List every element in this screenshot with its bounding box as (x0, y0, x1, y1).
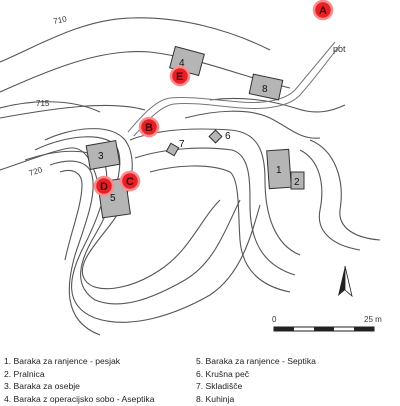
path-edge-lower (133, 44, 341, 137)
building-6: 6 (208, 129, 231, 144)
contour-right-1 (299, 149, 361, 251)
marker-d[interactable]: D (93, 175, 115, 197)
svg-text:3: 3 (98, 151, 104, 162)
contour-hill-2 (34, 136, 241, 305)
legend-item-4: 4. Baraka z operacijsko sobo - Aseptika (4, 393, 155, 404)
svg-text:8: 8 (262, 84, 268, 95)
site-map: 710 715 720 pot 1 2 3 4 5 6 (0, 0, 382, 336)
legend-item-2: 2. Pralnica (4, 368, 45, 379)
contour-label-715: 715 (36, 99, 50, 108)
contour-mid-3 (149, 165, 291, 293)
building-1: 1 (266, 148, 292, 190)
markers: A B C D E (93, 0, 334, 197)
contour-hill-3 (24, 150, 261, 323)
contour-label-710: 710 (53, 14, 68, 26)
scale-bar: 0 25 m (272, 315, 382, 332)
path (127, 41, 341, 137)
svg-text:C: C (126, 176, 134, 188)
scale-start-label: 0 (272, 315, 277, 324)
scale-end-label: 25 m (364, 315, 382, 324)
legend-item-7: 7. Skladišče (196, 381, 243, 391)
svg-text:2: 2 (294, 177, 300, 188)
contour-mid-1 (129, 128, 301, 256)
contour-715 (0, 101, 101, 113)
buildings: 1 2 3 4 5 6 7 8 (85, 45, 305, 219)
contour-outer-2 (0, 50, 291, 93)
svg-text:5: 5 (110, 193, 116, 204)
marker-b[interactable]: B (138, 116, 160, 138)
legend-column-2: 5. Baraka za ranjence - Septika 6. Krušn… (196, 355, 316, 405)
legend-column-1: 1. Baraka za ranjence - pesjak 2. Pralni… (4, 355, 154, 405)
contour-lines (0, 17, 381, 336)
building-7: 7 (165, 139, 185, 157)
contour-ridge-3 (209, 97, 346, 113)
marker-a[interactable]: A (312, 0, 334, 21)
svg-text:4: 4 (179, 58, 185, 69)
contour-ridge-1 (0, 104, 146, 119)
svg-text:A: A (319, 5, 327, 17)
building-2: 2 (290, 171, 305, 190)
marker-c[interactable]: C (119, 170, 141, 192)
building-8: 8 (248, 73, 284, 101)
legend-item-8: 8. Kuhinja (196, 393, 235, 404)
legend-item-3: 3. Baraka za osebje (4, 381, 80, 391)
svg-text:B: B (145, 122, 153, 134)
north-arrow-icon (338, 265, 353, 298)
contour-hill-1 (44, 128, 221, 290)
building-3: 3 (85, 139, 121, 171)
contour-720 (0, 147, 101, 191)
contour-710 (0, 17, 271, 63)
svg-text:6: 6 (225, 131, 231, 142)
legend-item-1: 1. Baraka za ranjence - pesjak (4, 356, 121, 366)
contour-right-2 (309, 139, 381, 241)
contour-hill-5 (59, 169, 83, 261)
marker-e[interactable]: E (169, 65, 191, 87)
svg-text:7: 7 (179, 139, 185, 150)
path-edge-upper (127, 41, 336, 133)
contour-label-720: 720 (28, 165, 44, 178)
svg-text:E: E (176, 71, 183, 83)
svg-text:D: D (100, 181, 108, 193)
svg-text:1: 1 (276, 165, 282, 176)
legend-item-6: 6. Krušna peč (196, 368, 250, 379)
contour-mid-2 (134, 147, 296, 276)
contour-hill-4 (49, 160, 101, 336)
path-label: pot (333, 44, 346, 54)
legend-item-5: 5. Baraka za ranjence - Septika (196, 356, 316, 366)
contour-ridge-2 (184, 110, 321, 139)
